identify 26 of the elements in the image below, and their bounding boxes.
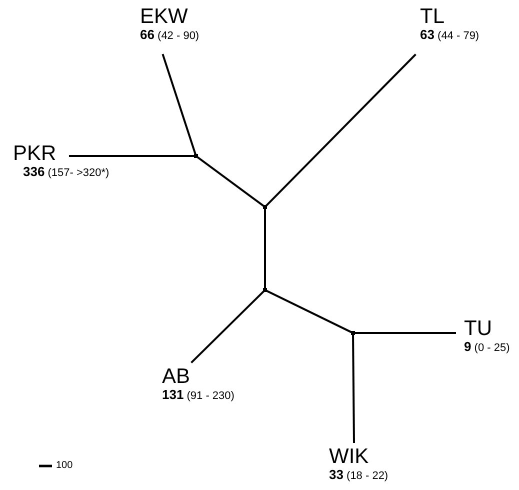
taxon-name: WIK [329,446,370,468]
branch-line [264,54,416,208]
branch-point [263,288,267,292]
branch-line [162,54,197,157]
count-label: 33 (18 - 22) [329,468,388,483]
branch-point [351,331,355,335]
branch-line [352,332,456,334]
taxon-name: PKR [13,143,58,165]
scale-label: 100 [56,460,73,471]
taxon-name: EKW [140,6,189,28]
branch-line [264,289,354,334]
count-label: 63 (44 - 79) [420,28,480,43]
branch-line [264,206,266,291]
count-label: 336 (157- >320*) [23,165,110,180]
taxon-name: TL [420,6,446,28]
branch-line [195,155,266,208]
branch-point [263,205,267,209]
branch-point [194,154,198,158]
taxon-name: AB [162,366,192,388]
taxon-name: TU [464,318,493,340]
count-label: 131 (91 - 230) [162,388,234,403]
branch-line [191,289,266,363]
branch-line [352,332,355,443]
count-label: 9 (0 - 25) [464,340,510,355]
count-label: 66 (42 - 90) [140,28,200,43]
branch-line [69,155,197,157]
